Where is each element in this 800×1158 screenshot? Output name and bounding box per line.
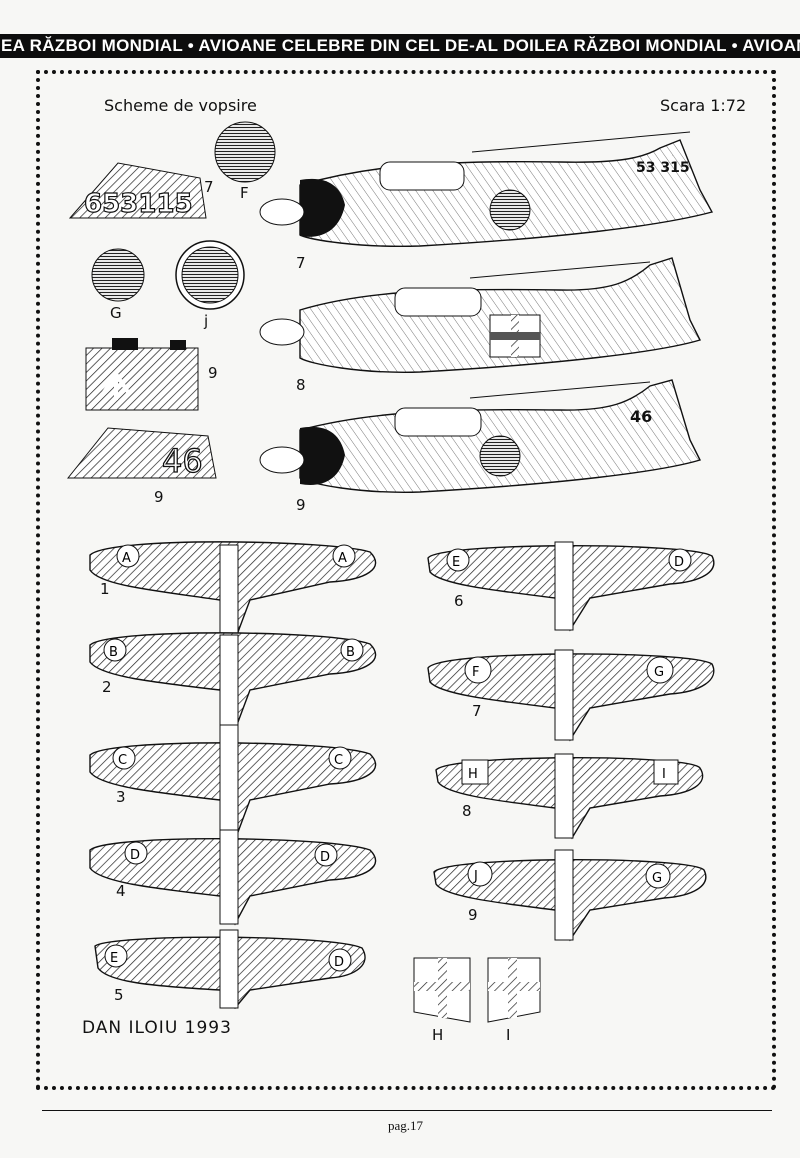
roundel-f: F [214, 121, 276, 202]
wing-8-mark-a: H [468, 767, 478, 782]
wing-1-mark-b: A [338, 551, 347, 566]
wing-2-mark-b: B [346, 645, 355, 660]
roundel-label-f: F [240, 184, 249, 202]
banner-text: .EA RĂZBOI MONDIAL • AVIOANE CELEBRE DIN… [0, 36, 800, 55]
page-number: pag.17 [388, 1118, 424, 1133]
wing-plan-9: J G 9 [433, 849, 707, 942]
side-profile-7: 53 315 7 [259, 131, 714, 272]
wing-6-mark-a: E [452, 555, 460, 570]
flag-label-i: I [506, 1026, 510, 1044]
tail-marking-9: 46 9 [66, 427, 217, 506]
fuselage-detail-9: 9 [85, 338, 218, 411]
wing-9-mark-b: G [652, 871, 662, 886]
roundel-g: G [91, 248, 145, 322]
wing-7-mark-b: G [654, 665, 664, 680]
roundel-j: j [175, 240, 245, 330]
series-banner: .EA RĂZBOI MONDIAL • AVIOANE CELEBRE DIN… [0, 34, 800, 58]
wing-plan-2: B B 2 [89, 632, 377, 732]
wing-5-mark-a: E [110, 951, 118, 966]
side-profile-8: 8 [259, 257, 701, 394]
wing-plan-7: F G 7 [427, 649, 715, 742]
wing-label-2: 2 [102, 678, 112, 696]
wing-2-mark-a: B [109, 645, 118, 660]
wing-label-8: 8 [462, 802, 472, 820]
scale-label: Scara 1:72 [660, 96, 747, 115]
footer-rule [42, 1110, 772, 1111]
flag-i: I [487, 957, 541, 1044]
tail-code-9: 46 [162, 442, 203, 480]
side-profile-9: 46 9 [259, 379, 701, 514]
wing-6-mark-b: D [674, 555, 684, 570]
author-credit: DAN ILOIU 1993 [82, 1018, 232, 1038]
wing-plan-4: D D 4 [89, 829, 377, 926]
wing-label-5: 5 [114, 986, 124, 1004]
marking-label-7: 7 [204, 178, 214, 196]
wing-label-7: 7 [472, 702, 482, 720]
tail-marking-7: 653115 7 [68, 162, 214, 220]
wing-4-mark-a: D [130, 848, 140, 863]
wing-plan-8: H I 8 [435, 753, 704, 840]
wing-7-mark-a: F [472, 665, 479, 680]
wing-label-1: 1 [100, 580, 110, 598]
profile-code-7: 53 315 [636, 160, 690, 176]
wing-plan-1: A A 1 [89, 541, 377, 642]
wing-3-mark-b: C [334, 753, 343, 768]
wing-label-9: 9 [468, 906, 478, 924]
dotted-frame [36, 70, 776, 1090]
tail-code-7: 653115 [84, 189, 193, 219]
wing-label-4: 4 [116, 882, 126, 900]
wing-8-mark-b: I [662, 767, 666, 782]
wing-plan-3: C C 3 [89, 724, 377, 842]
wing-plan-5: E D 5 [94, 929, 366, 1010]
flag-h: H [413, 957, 471, 1044]
wing-label-3: 3 [116, 788, 126, 806]
profile-code-9: 46 [630, 407, 652, 426]
roundel-label-g: G [110, 304, 122, 322]
detail-label-9: 9 [208, 364, 218, 382]
wing-3-mark-a: C [118, 753, 127, 768]
wing-plan-6: E D 6 [427, 541, 715, 632]
profile-label-9: 9 [296, 496, 306, 514]
wing-4-mark-b: D [320, 850, 330, 865]
profile-label-8: 8 [296, 376, 306, 394]
wing-1-mark-a: A [122, 551, 131, 566]
profile-label-7: 7 [296, 254, 306, 272]
wing-9-mark-a: J [473, 869, 478, 884]
tail-label-9: 9 [154, 488, 164, 506]
wing-5-mark-b: D [334, 955, 344, 970]
wing-label-6: 6 [454, 592, 464, 610]
page-title: Scheme de vopsire [104, 96, 257, 115]
roundel-label-j: j [203, 312, 208, 330]
flag-label-h: H [432, 1026, 443, 1044]
